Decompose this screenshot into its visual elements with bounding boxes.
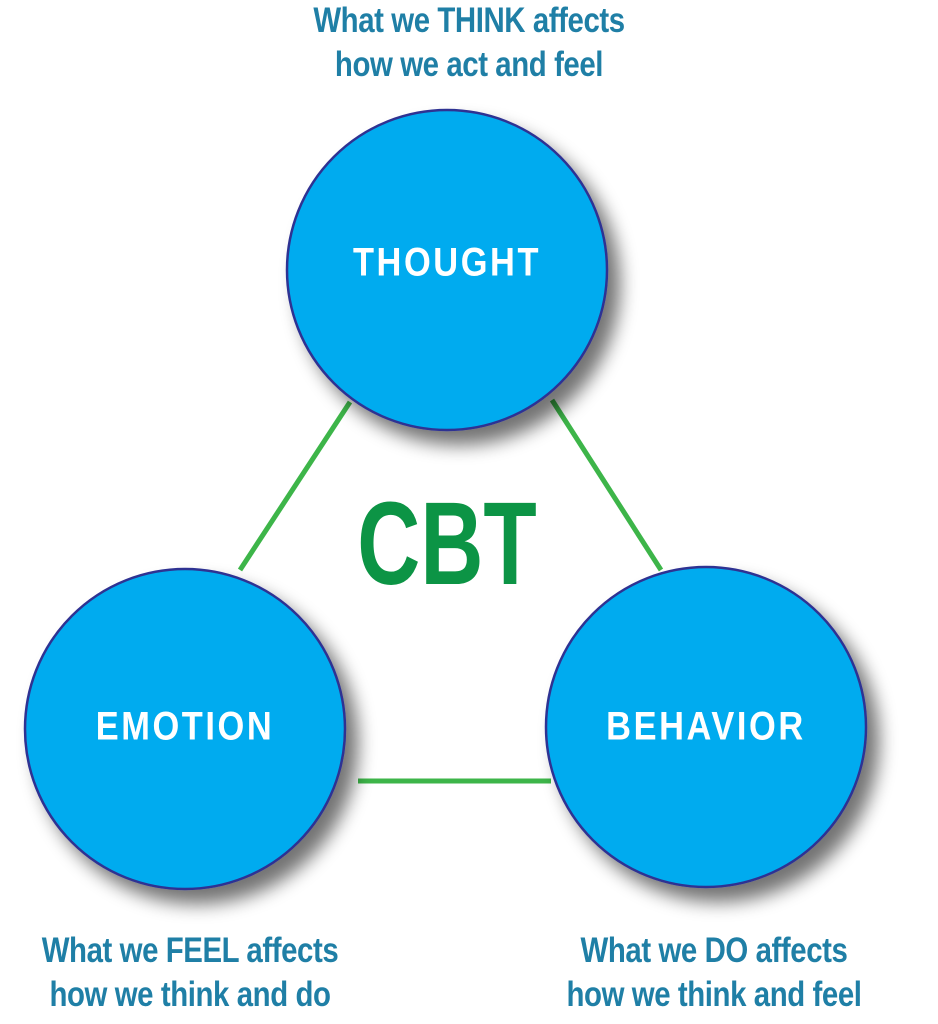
caption-thought: What we THINK affects how we act and fee…: [217, 0, 721, 87]
caption-behavior: What we DO affects how we think and feel: [462, 929, 938, 1017]
node-behavior-circle: [544, 565, 868, 889]
node-thought-label: THOUGHT: [353, 239, 541, 284]
caption-thought-line2: how we act and feel: [334, 45, 604, 84]
caption-emotion-line2: how we think and do: [49, 975, 331, 1014]
center-label: CBT: [357, 477, 536, 609]
caption-emotion: What we FEEL affects how we think and do: [0, 929, 442, 1017]
connector-thought-behavior: [549, 398, 664, 572]
node-emotion: EMOTION: [23, 567, 347, 891]
caption-emotion-line1: What we FEEL affects: [41, 931, 339, 970]
node-behavior-label: BEHAVIOR: [606, 703, 806, 748]
node-thought: THOUGHT: [285, 108, 609, 432]
node-emotion-circle: [23, 567, 347, 891]
node-thought-circle: [285, 108, 609, 432]
node-behavior: BEHAVIOR: [544, 565, 868, 889]
caption-behavior-line2: how we think and feel: [566, 975, 862, 1014]
node-emotion-label: EMOTION: [96, 703, 275, 748]
caption-behavior-line1: What we DO affects: [580, 931, 848, 970]
caption-thought-line1: What we THINK affects: [313, 1, 625, 40]
connector-thought-emotion: [237, 400, 353, 572]
